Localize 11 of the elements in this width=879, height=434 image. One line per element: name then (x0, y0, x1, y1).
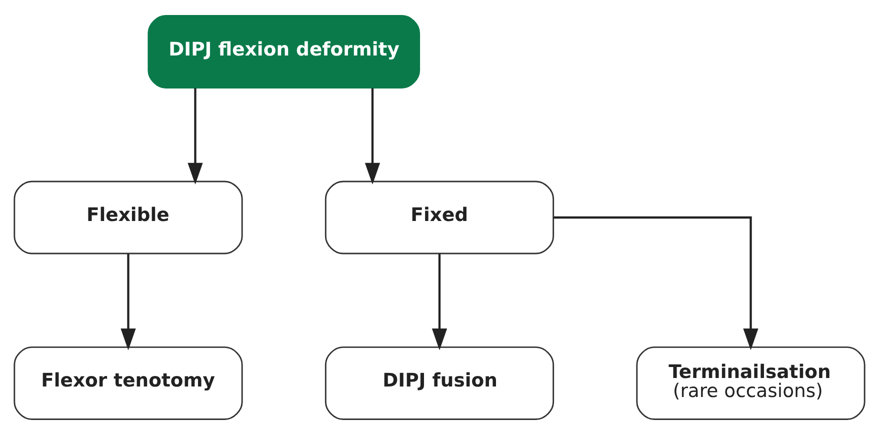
arrow (554, 216, 758, 350)
node-box: Flexible (14, 180, 243, 254)
node-box: DIPJ flexion deformity (148, 14, 420, 88)
node-box: Flexor tenotomy (14, 346, 243, 420)
arrow (364, 88, 380, 184)
arrow (188, 88, 203, 184)
node-box: Terminailsation (rare occasions) (636, 346, 866, 420)
node-box: Fixed (324, 180, 554, 254)
arrow (120, 253, 136, 350)
node-box: DIPJ fusion (324, 346, 554, 420)
arrow (432, 253, 448, 350)
